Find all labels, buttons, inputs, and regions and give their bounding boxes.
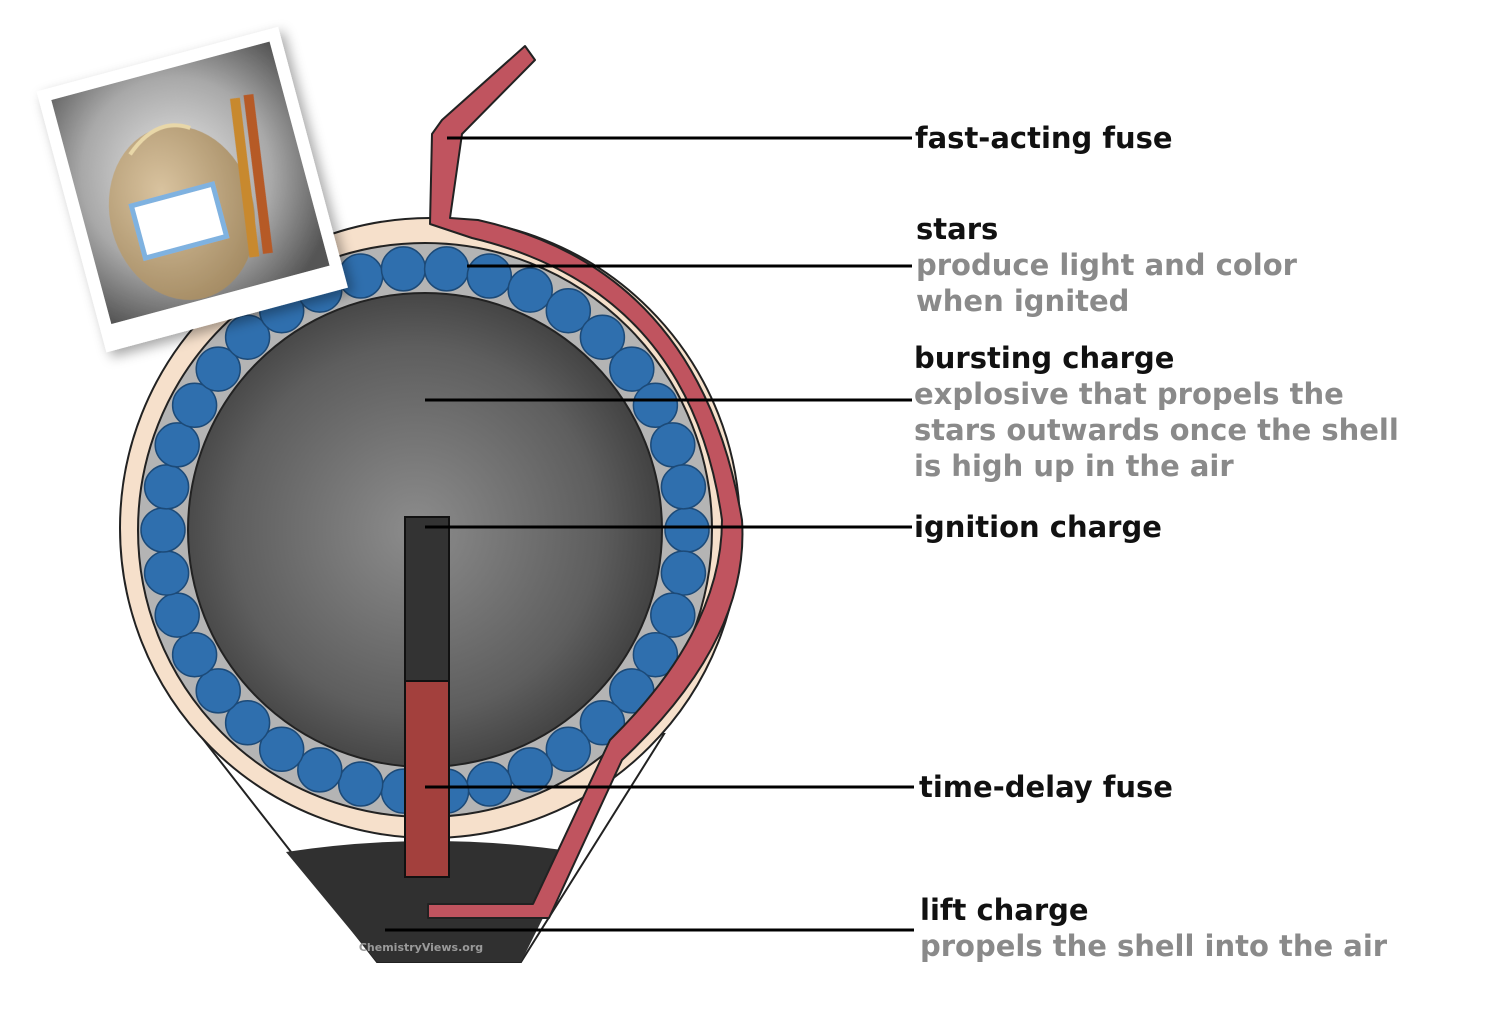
label-ignition-charge-title: ignition charge xyxy=(914,509,1162,545)
star xyxy=(546,727,590,771)
label-stars-desc-1: produce light and color xyxy=(916,247,1297,283)
star xyxy=(508,748,552,792)
star xyxy=(467,254,511,298)
star xyxy=(155,423,199,467)
star xyxy=(651,593,695,637)
star xyxy=(145,551,189,595)
label-time-delay-fuse-title: time-delay fuse xyxy=(919,769,1173,805)
label-bursting-charge-desc-3: is high up in the air xyxy=(914,448,1234,484)
label-bursting-charge-title: bursting charge xyxy=(914,340,1174,376)
ignition-charge xyxy=(405,517,449,681)
star xyxy=(381,247,425,291)
star xyxy=(155,593,199,637)
label-stars-title: stars xyxy=(916,211,998,247)
label-bursting-charge-desc-2: stars outwards once the shell xyxy=(914,412,1399,448)
star xyxy=(665,508,709,552)
label-lift-charge-title: lift charge xyxy=(920,892,1089,928)
star xyxy=(661,465,705,509)
star xyxy=(508,268,552,312)
star xyxy=(633,383,677,427)
star xyxy=(145,465,189,509)
label-bursting-charge-desc-1: explosive that propels the xyxy=(914,376,1344,412)
star xyxy=(173,633,217,677)
star xyxy=(425,247,469,291)
star xyxy=(339,762,383,806)
star xyxy=(467,762,511,806)
star xyxy=(661,551,705,595)
star xyxy=(298,748,342,792)
star xyxy=(141,508,185,552)
label-stars-desc-2: when ignited xyxy=(916,283,1129,319)
star xyxy=(339,254,383,298)
label-fast-acting-fuse-title: fast-acting fuse xyxy=(915,120,1173,156)
watermark: ChemistryViews.org xyxy=(359,941,483,954)
label-lift-charge-desc-1: propels the shell into the air xyxy=(920,928,1387,964)
time-delay-fuse xyxy=(405,681,449,877)
star xyxy=(651,423,695,467)
